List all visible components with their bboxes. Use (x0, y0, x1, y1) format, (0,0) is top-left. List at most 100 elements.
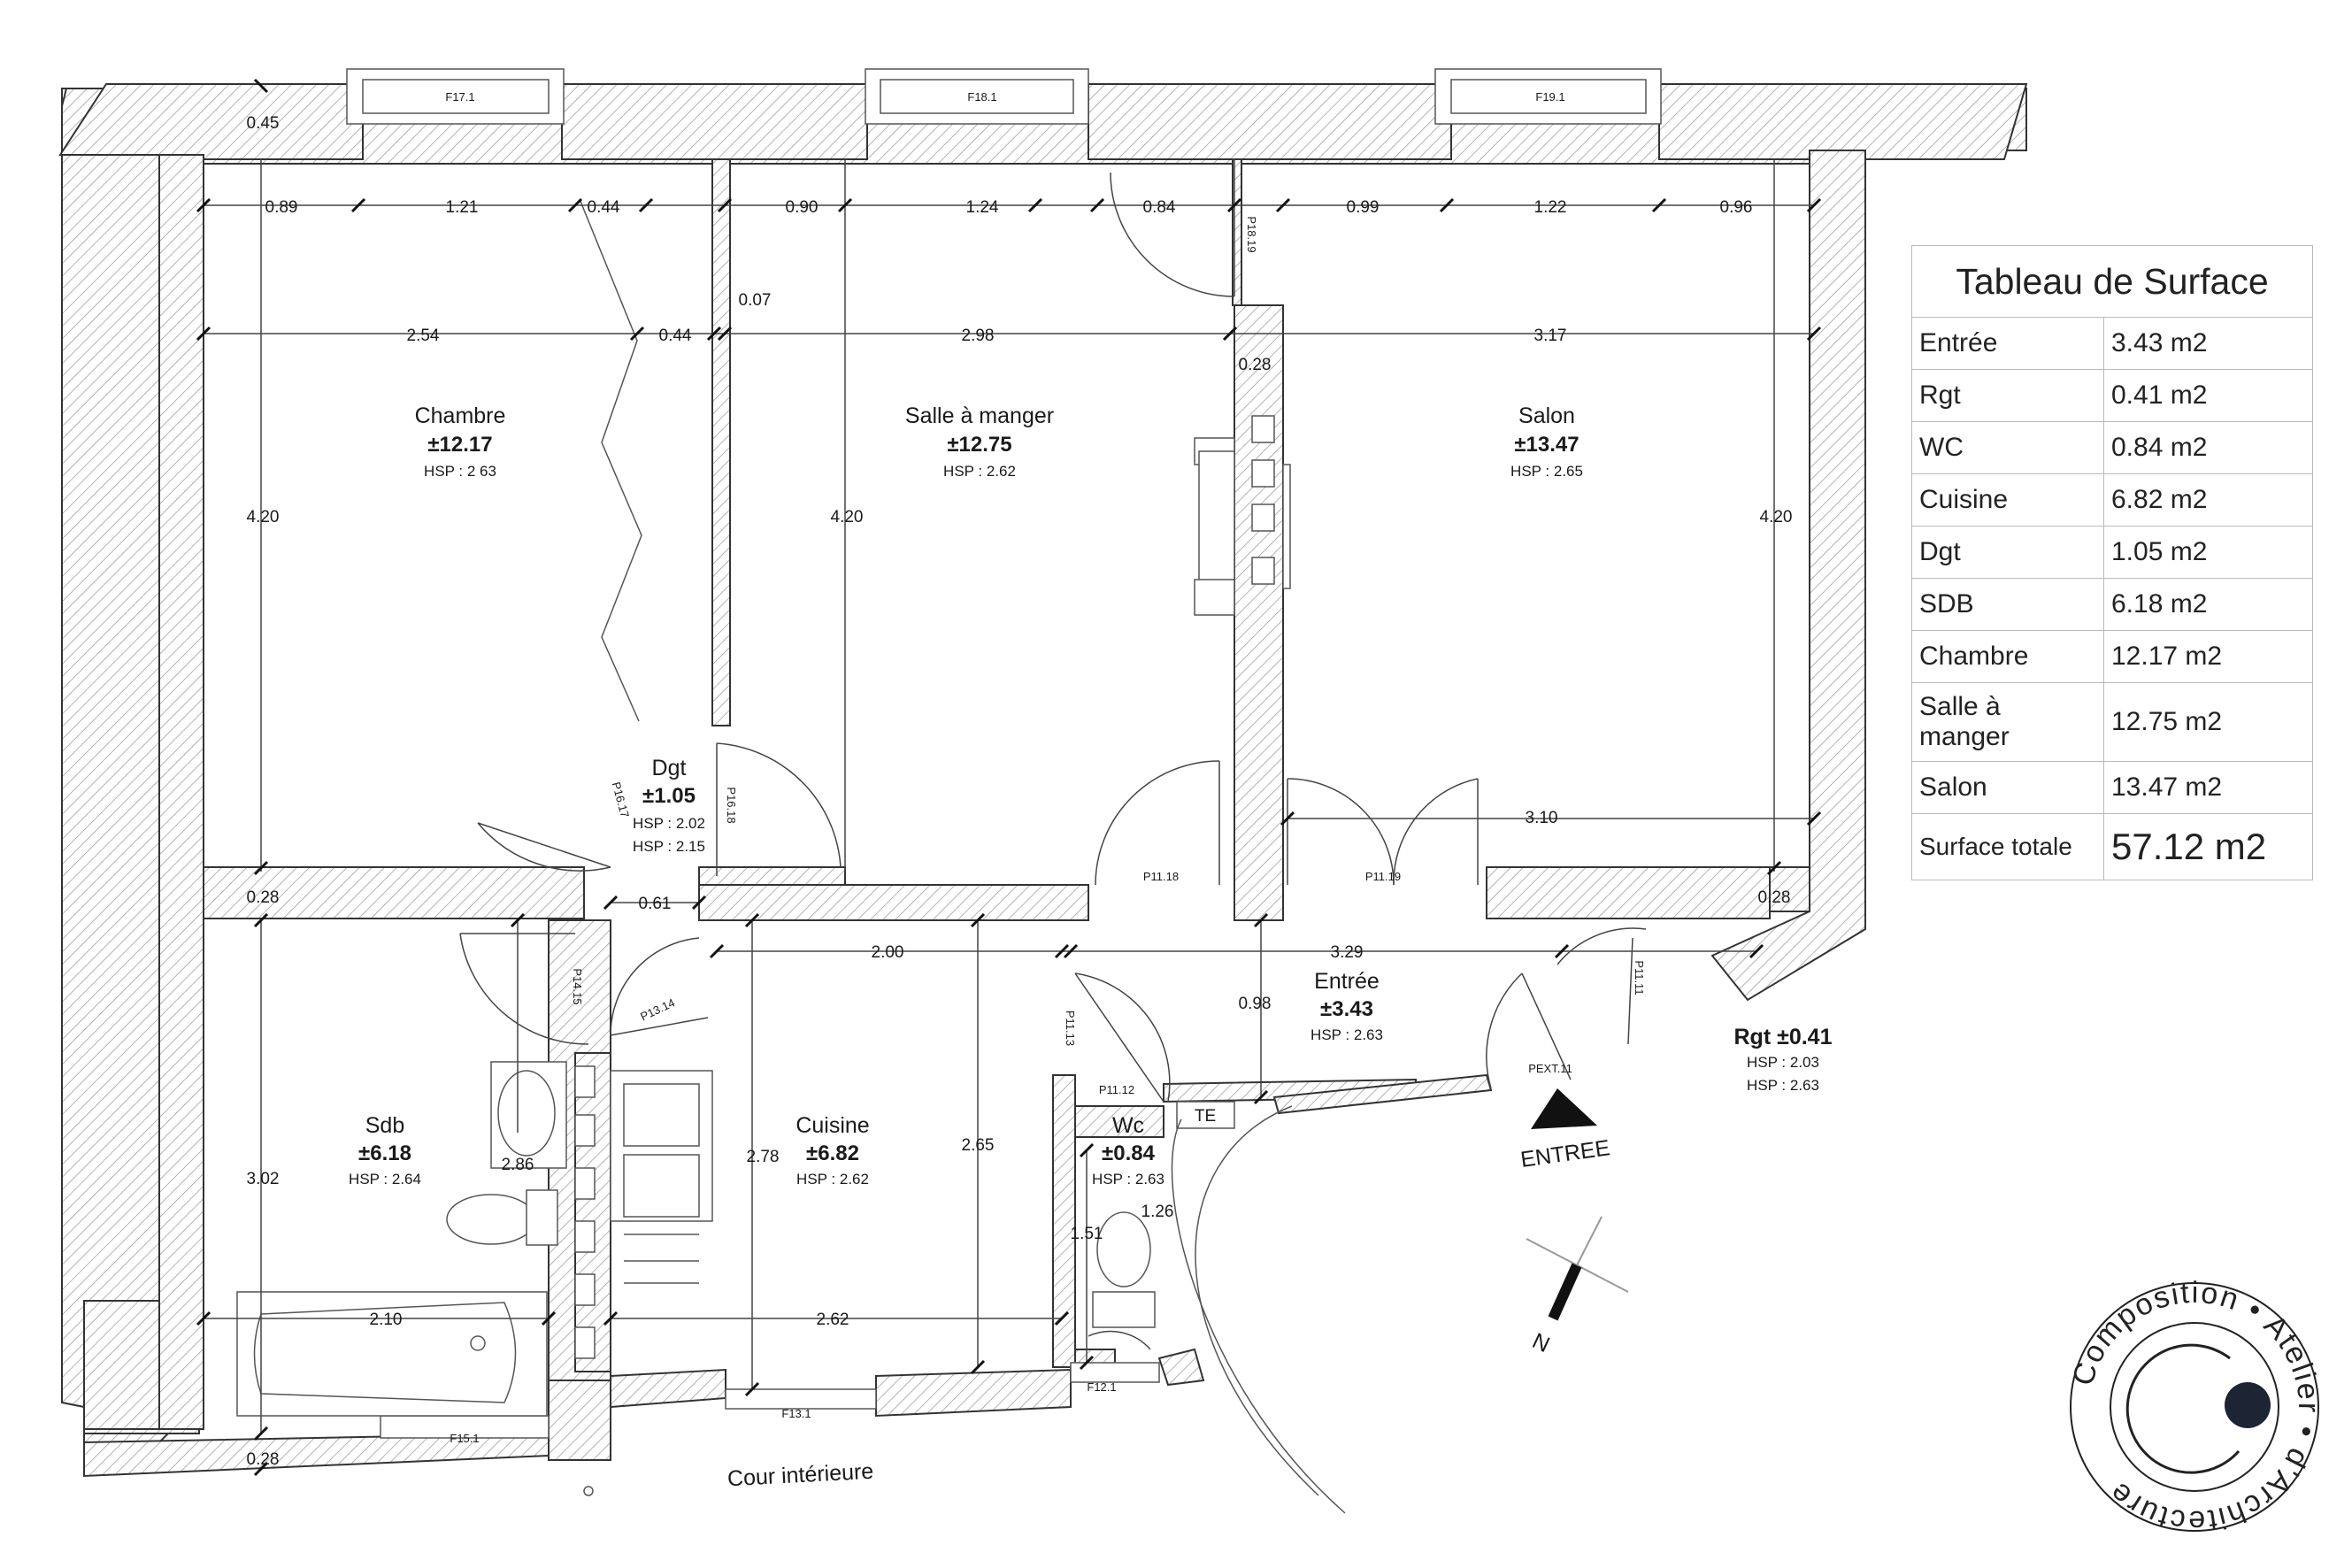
dim-label: 0.89 (265, 198, 298, 217)
room-hsp: HSP : 2.63 (1092, 1171, 1164, 1188)
north-arrow-icon (1526, 1216, 1629, 1321)
door-tag-p1314: P13.14 (638, 995, 677, 1023)
window-tag-f181: F18.1 (967, 90, 996, 104)
room-name: Cuisine (796, 1113, 869, 1138)
dim-label: 4.20 (247, 508, 280, 527)
room-name: Chambre (415, 404, 506, 428)
room-sdb: Sdb ±6.18 HSP : 2.64 (349, 1113, 421, 1188)
dim-label: 0.99 (1347, 198, 1380, 217)
dimension-lines (204, 159, 1814, 1433)
room-dgt: Dgt ±1.05 HSP : 2.02 HSP : 2.15 (633, 756, 705, 855)
window-tag-f151: F15.1 (450, 1432, 479, 1445)
dim-label: 3.02 (247, 1170, 280, 1188)
door-tag-p1118: P11.18 (1143, 870, 1179, 883)
room-salle-a-manger: Salle à manger ±12.75 HSP : 2.62 (905, 404, 1054, 480)
room-cuisine: Cuisine ±6.82 HSP : 2.62 (796, 1113, 869, 1188)
window-tag-f121: F12.1 (1087, 1380, 1116, 1394)
row-value: 0.84 m2 (2103, 421, 2313, 474)
dim-label: 0.07 (739, 291, 772, 310)
table-title: Tableau de Surface (1911, 245, 2313, 318)
window-tag-f171: F17.1 (445, 90, 474, 104)
room-area: ±0.84 (1102, 1141, 1156, 1165)
door-tag-p1617: P16.17 (610, 780, 632, 819)
room-name: Salle à manger (905, 404, 1054, 428)
north-label: N (1528, 1328, 1553, 1357)
dim-label: 1.24 (966, 198, 999, 217)
room-hsp: HSP : 2.15 (633, 838, 705, 855)
row-value: 1.05 m2 (2103, 526, 2313, 579)
room-hsp: HSP : 2.63 (1747, 1077, 1819, 1094)
row-label: Salon (1911, 761, 2104, 814)
room-area: ±6.82 (806, 1141, 859, 1165)
room-chambre: Chambre ±12.17 HSP : 2 63 (415, 404, 506, 480)
room-name: Salon (1518, 404, 1575, 428)
dim-label: 2.65 (962, 1136, 995, 1155)
row-value: 13.47 m2 (2103, 761, 2313, 814)
row-label: Salle à manger (1911, 682, 2104, 762)
room-hsp: HSP : 2.03 (1747, 1054, 1819, 1071)
room-hsp: HSP : 2.64 (349, 1171, 421, 1188)
windows (346, 68, 1662, 1439)
door-tag-p1119: P11.19 (1365, 870, 1401, 883)
row-value: 0.41 m2 (2103, 369, 2313, 422)
curved-stair-wall (1171, 1118, 1346, 1514)
dim-label: 3.29 (1331, 943, 1364, 962)
dim-label: 0.28 (1239, 356, 1272, 374)
dim-label: 0.28 (247, 1450, 280, 1469)
row-label: SDB (1911, 578, 2104, 631)
row-value: 6.82 m2 (2103, 473, 2313, 527)
doors (459, 159, 1647, 1350)
room-area: ±6.18 (358, 1141, 411, 1165)
door-tag-pext: PEXT.11 (1528, 1062, 1572, 1075)
door-tag-p1113: P11.13 (1064, 1011, 1077, 1046)
dim-label: 4.20 (831, 508, 864, 527)
row-label: Rgt (1911, 369, 2104, 422)
room-area: ±13.47 (1514, 433, 1579, 457)
door-tag-p1819: P18.19 (1245, 216, 1258, 252)
svg-text:Composition • Atelier • d'Arch: Composition • Atelier • d'Architecture (2066, 1276, 2325, 1538)
wall-segments (58, 83, 2028, 1478)
dimension-labels: 0.45 0.89 1.21 0.44 0.90 1.24 0.84 0.99 … (247, 114, 1793, 1469)
dim-label: 0.44 (659, 327, 692, 345)
row-value: 12.17 m2 (2103, 630, 2313, 683)
room-area: ±12.75 (947, 433, 1011, 457)
logo-text: Composition • Atelier • d'Architecture (2066, 1276, 2324, 1538)
dim-label: 0.84 (1143, 198, 1176, 217)
dim-label: 1.51 (1071, 1225, 1103, 1243)
entrance-arrow-icon (1531, 1088, 1597, 1129)
dim-label: 1.21 (446, 198, 479, 217)
room-hsp: HSP : 2.62 (943, 463, 1016, 480)
dim-label: 0.44 (588, 198, 620, 217)
room-salon: Salon ±13.47 HSP : 2.65 (1510, 404, 1583, 480)
room-hsp: HSP : 2.65 (1510, 463, 1583, 480)
window-tag-f191: F19.1 (1535, 90, 1564, 104)
row-label: Cuisine (1911, 473, 2104, 527)
window-tag-f131: F13.1 (781, 1407, 811, 1420)
dim-label: 2.78 (747, 1148, 780, 1166)
dim-label: 0.28 (1758, 888, 1791, 907)
room-area: ±12.17 (427, 433, 492, 457)
door-tag-p1111: P11.11 (1633, 960, 1646, 995)
room-name: Dgt (652, 756, 687, 780)
room-entree: Entrée ±3.43 HSP : 2.63 (1311, 969, 1383, 1043)
room-name: Sdb (365, 1113, 404, 1138)
courtyard-label: Cour intérieure (726, 1459, 874, 1492)
room-hsp: HSP : 2.62 (796, 1171, 869, 1188)
room-name: Entrée (1314, 969, 1380, 994)
atelier-logo: Composition • Atelier • d'Architecture (2066, 1276, 2325, 1538)
dim-label: 0.61 (639, 895, 672, 913)
entrance-label: ENTREE (1519, 1135, 1611, 1172)
dim-label: 1.22 (1534, 198, 1567, 217)
row-value: 3.43 m2 (2103, 317, 2313, 370)
dim-label: 1.26 (1141, 1203, 1174, 1221)
